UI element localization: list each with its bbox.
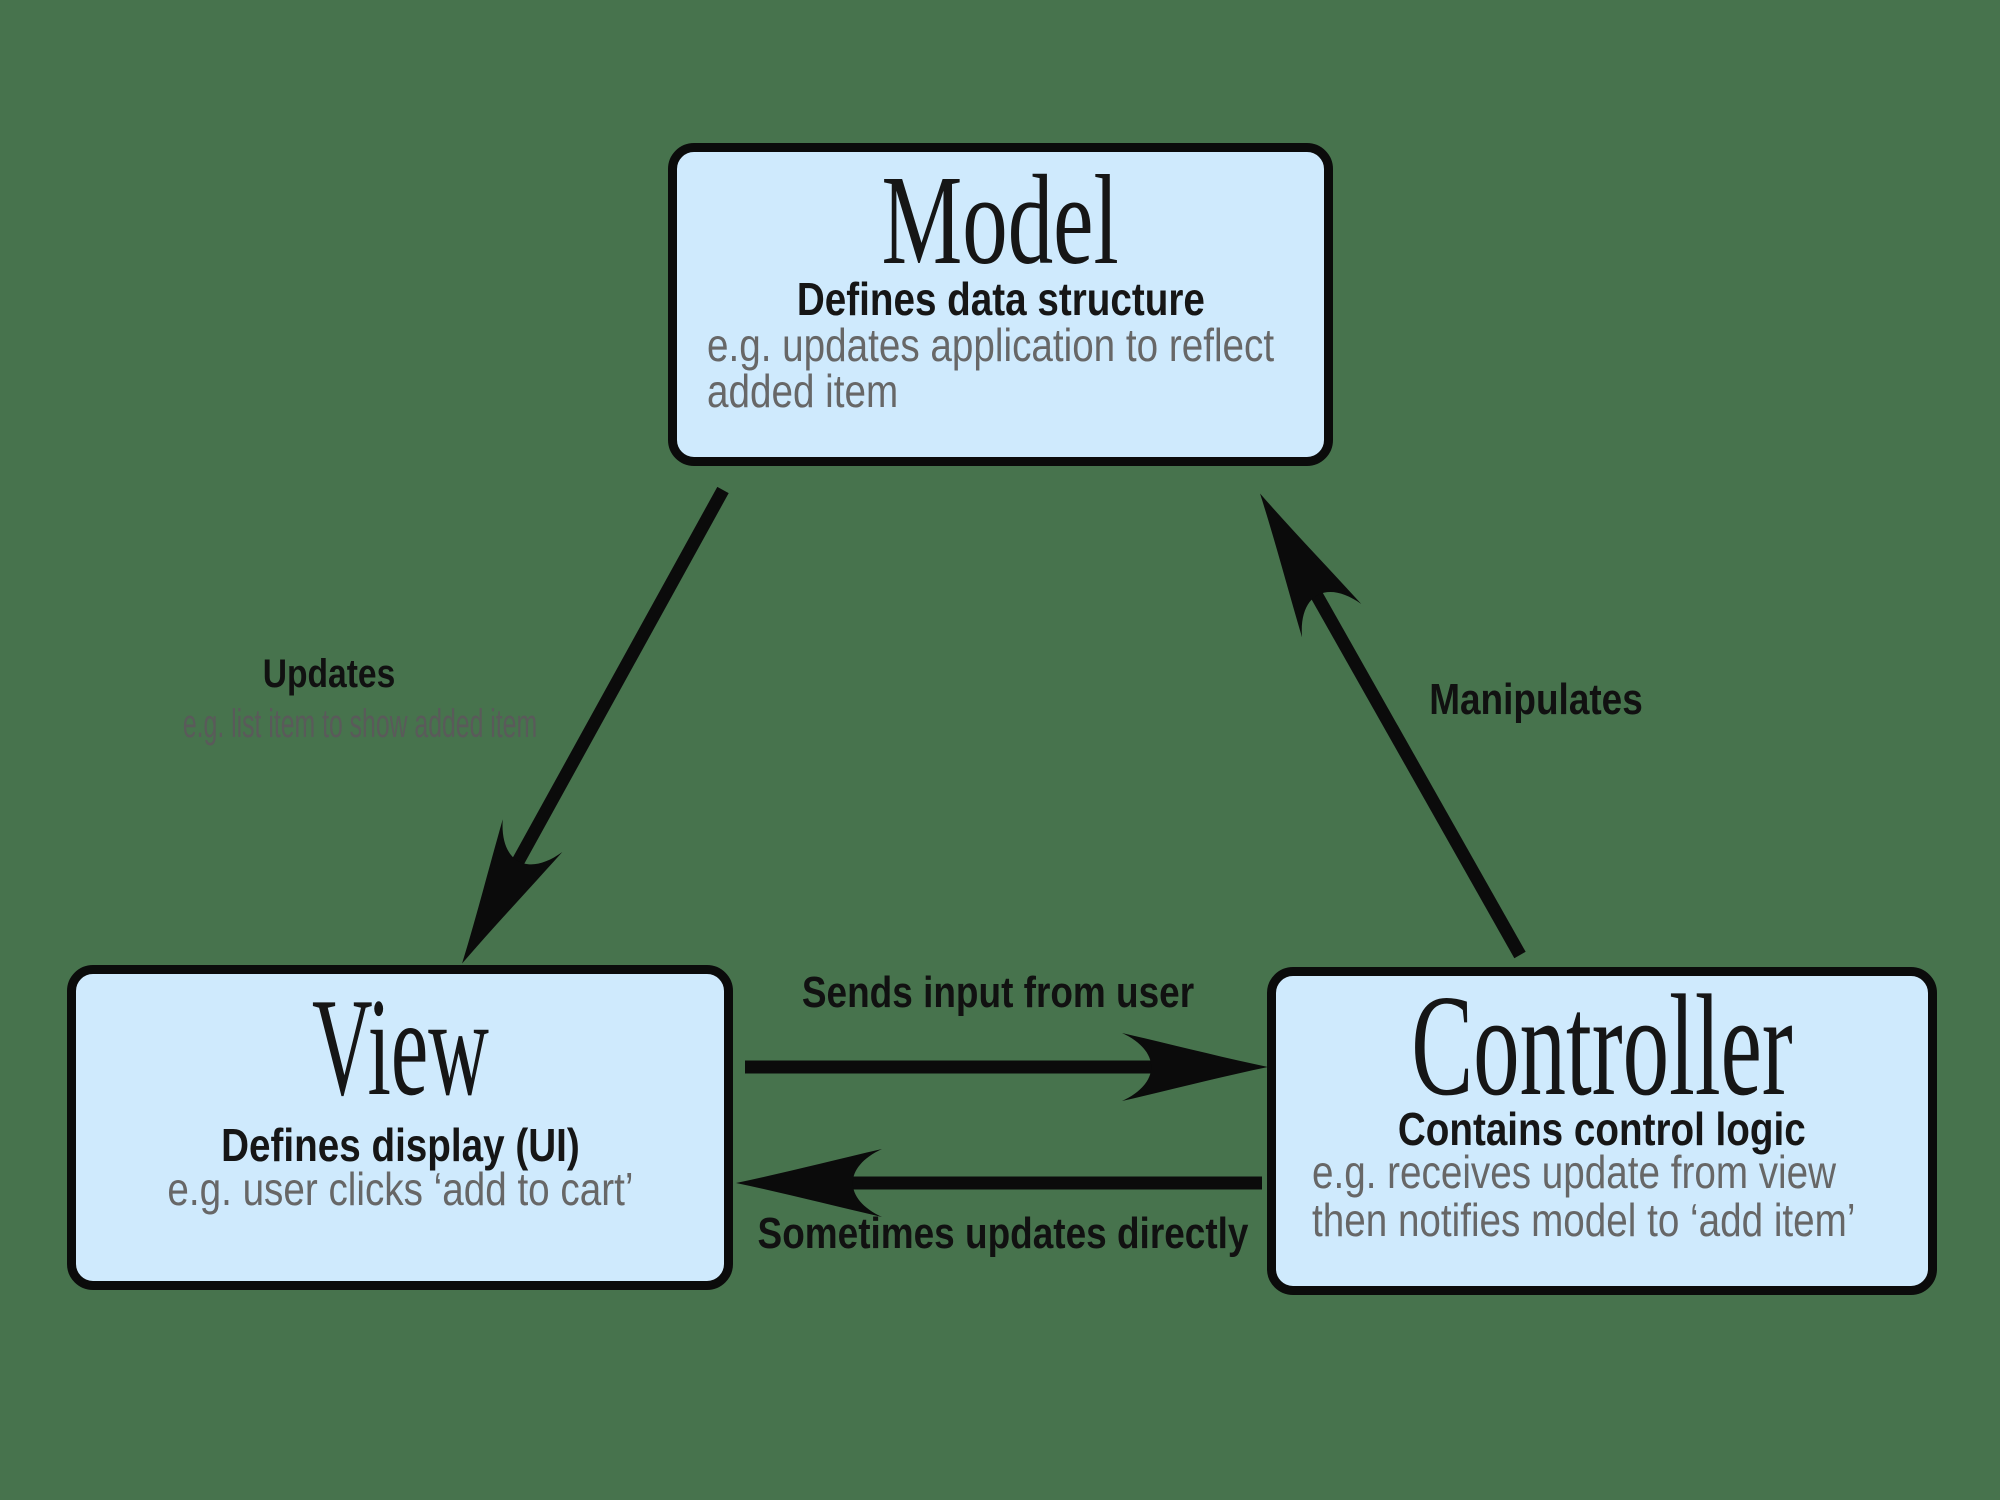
view-title: View <box>76 978 724 1118</box>
controller-to-model-arrowhead-icon <box>1230 476 1362 638</box>
model-title: Model <box>677 156 1324 284</box>
model-subtitle: Defines data structure <box>796 273 1205 325</box>
model-example-line-2: added item <box>707 365 899 417</box>
view-box: View Defines display (UI) e.g. user clic… <box>67 965 733 1290</box>
controller-example-line-1: e.g. receives update from view <box>1312 1146 1837 1198</box>
model-to-view-arrow <box>482 486 729 920</box>
model-to-view-arrowhead-icon <box>432 819 563 980</box>
updates-label: Updates <box>262 652 396 696</box>
sometimes-updates-label: Sometimes updates directly <box>757 1209 1249 1258</box>
model-box: Model Defines data structure e.g. update… <box>668 143 1333 466</box>
manipulates-label: Manipulates <box>1429 675 1643 724</box>
model-title-text: Model <box>881 149 1120 291</box>
view-title-text: View <box>311 970 489 1125</box>
view-subtitle: Defines display (UI) <box>220 1119 580 1171</box>
sends-input-label: Sends input from user <box>801 968 1195 1017</box>
controller-to-model-arrow <box>1280 537 1526 959</box>
model-example-line-1: e.g. updates application to reflect <box>707 319 1275 371</box>
controller-box: Controller Contains control logic e.g. r… <box>1267 967 1937 1295</box>
controller-title-text: Controller <box>1411 966 1793 1126</box>
updates-sublabel: e.g. list item to show added item <box>182 702 538 746</box>
view-example: e.g. user clicks ‘add to cart’ <box>166 1163 634 1215</box>
controller-title: Controller <box>1276 974 1928 1119</box>
controller-example-line-2: then notifies model to ‘add item’ <box>1312 1194 1856 1246</box>
controller-subtitle: Contains control logic <box>1398 1103 1806 1155</box>
